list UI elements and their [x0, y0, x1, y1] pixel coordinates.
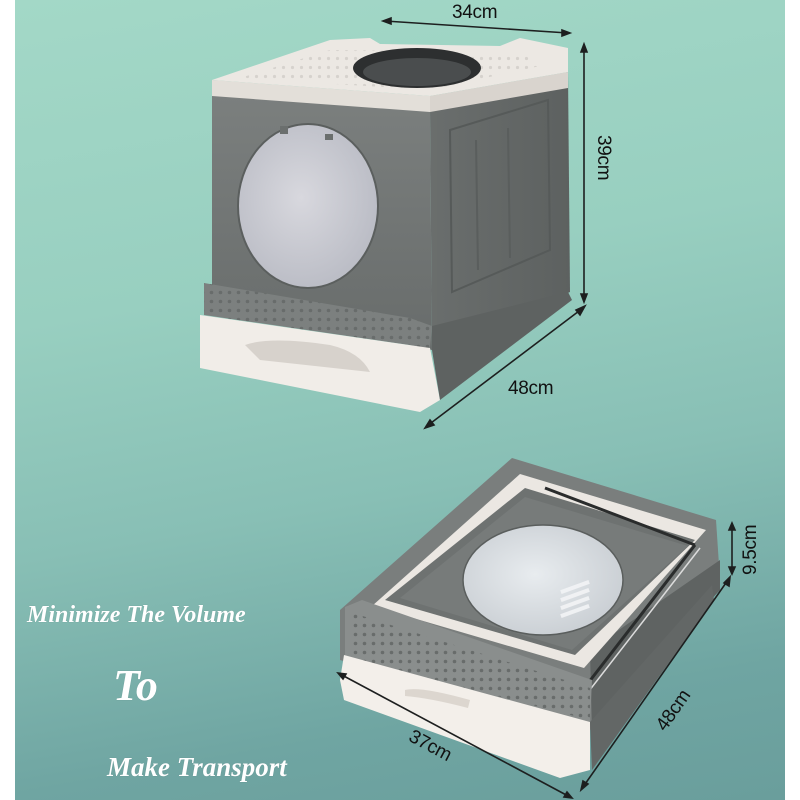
dimension-lines-assembled: [380, 16, 589, 430]
dimension-height-folded: 9.5cm: [740, 524, 761, 575]
slogan-line-1: Minimize The Volume: [27, 602, 246, 628]
dimension-lines-folded: [336, 520, 737, 800]
assembled-litter-box: [200, 38, 572, 412]
dimension-width-assembled: 34cm: [452, 2, 498, 23]
slogan-line-3: Make Transport: [107, 752, 287, 782]
dimension-height-assembled: 39cm: [593, 135, 614, 181]
slogan-line-2: To: [113, 661, 158, 710]
dimension-depth-assembled: 48cm: [508, 378, 554, 399]
folded-litter-box: [340, 458, 720, 778]
